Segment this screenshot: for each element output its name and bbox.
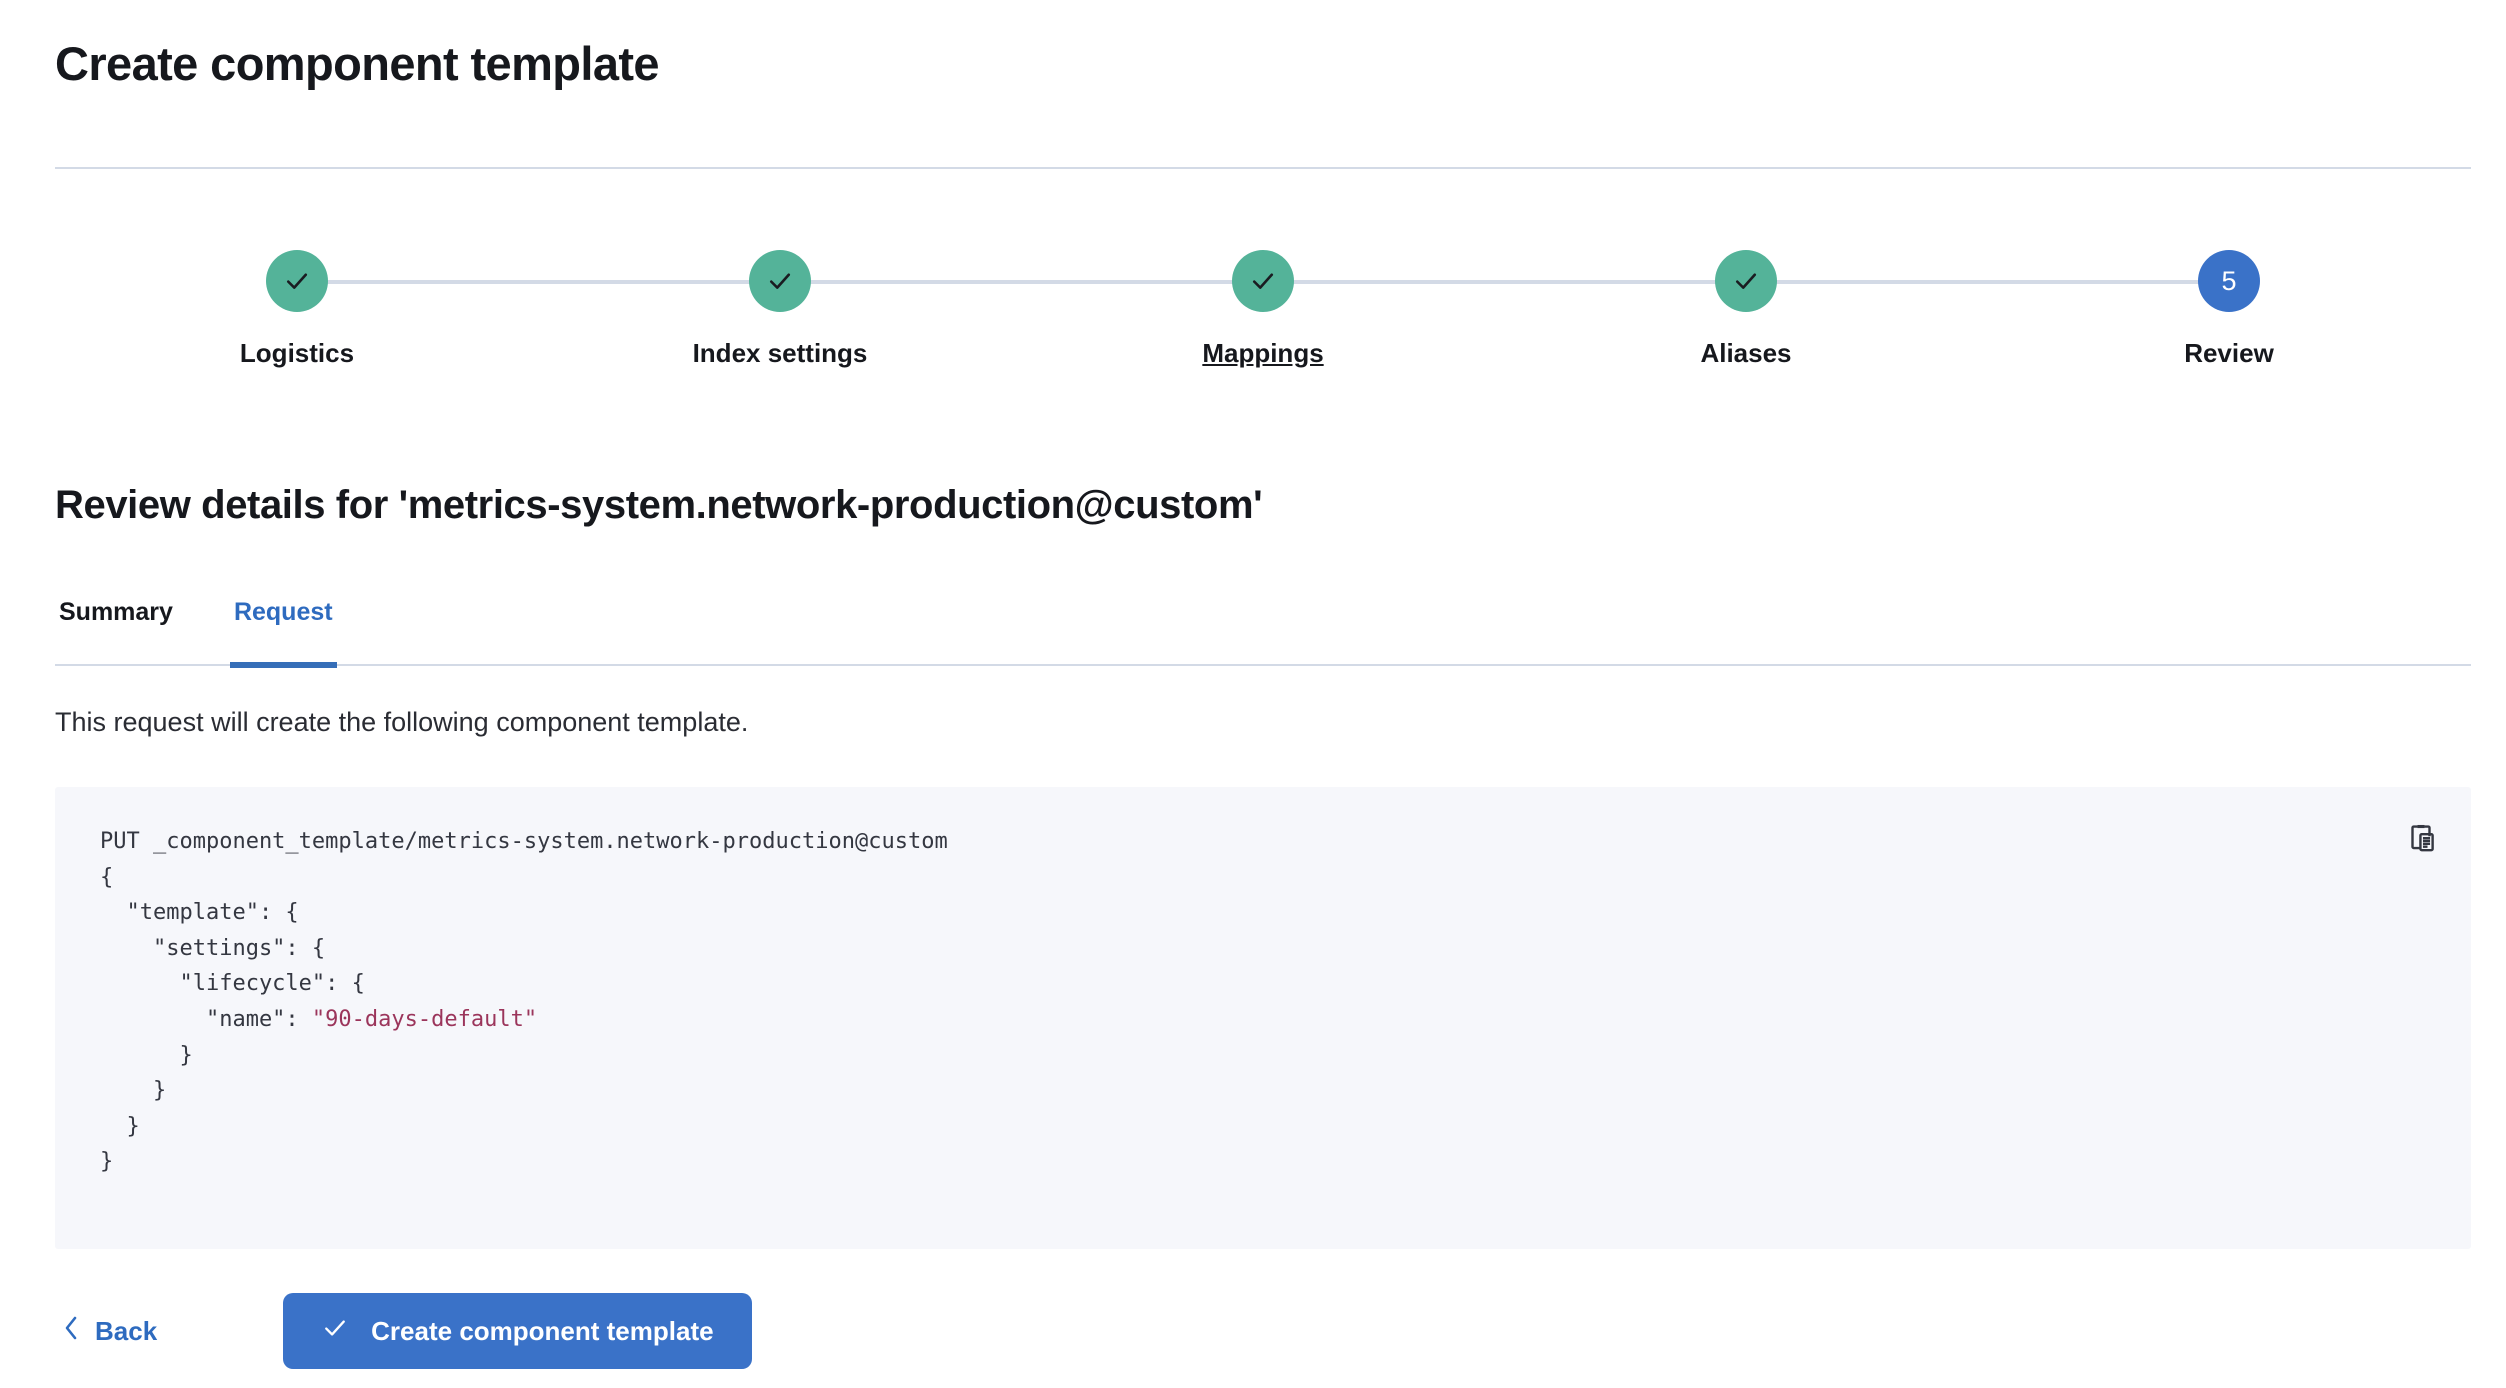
step-connector-line — [297, 280, 780, 284]
chevron-left-icon — [61, 1314, 81, 1349]
step-number-label: 5 — [2221, 265, 2237, 296]
stepper-step-logistics[interactable]: Logistics — [127, 250, 467, 369]
code-line-close-root: } — [100, 1149, 114, 1175]
create-component-template-button[interactable]: Create component template — [283, 1293, 752, 1369]
request-code-block: PUT _component_template/metrics-system.n… — [55, 787, 2471, 1249]
code-line-put: PUT _component_template/metrics-system.n… — [100, 829, 948, 854]
step-label[interactable]: Mappings — [1202, 338, 1324, 368]
wizard-footer: Back Create component template — [55, 1293, 752, 1369]
check-icon — [266, 250, 328, 312]
code-line-name-key: "name": — [100, 1006, 312, 1032]
code-line-close-lifecycle: } — [100, 1042, 193, 1068]
code-line-close-settings: } — [100, 1078, 167, 1104]
step-label[interactable]: Review — [2184, 338, 2274, 368]
create-button-label: Create component template — [371, 1315, 714, 1346]
code-line-name-value: "90-days-default" — [311, 1006, 538, 1032]
check-icon — [749, 250, 811, 312]
step-number-badge: 5 — [2198, 250, 2260, 312]
request-description: This request will create the following c… — [55, 707, 749, 737]
request-code-text: PUT _component_template/metrics-system.n… — [100, 824, 948, 1180]
check-icon — [1232, 250, 1294, 312]
review-details-heading: Review details for 'metrics-system.netwo… — [55, 483, 1263, 527]
code-line-close-template: } — [100, 1113, 140, 1139]
step-label[interactable]: Logistics — [239, 338, 355, 368]
copy-clipboard-icon — [2404, 821, 2438, 858]
code-line-lifecycle: "lifecycle": { — [100, 971, 365, 997]
back-button-label: Back — [95, 1315, 158, 1346]
code-line-template: "template": { — [100, 900, 299, 926]
header-divider — [55, 167, 2471, 169]
stepper-step-index-settings[interactable]: Index settings — [610, 250, 950, 369]
check-icon — [1715, 250, 1777, 312]
step-label[interactable]: Aliases — [1700, 338, 1792, 368]
back-button[interactable]: Back — [55, 1304, 163, 1359]
stepper-step-aliases[interactable]: Aliases — [1576, 250, 1916, 369]
code-line-open-brace: { — [100, 864, 114, 890]
step-connector-line — [780, 280, 1263, 284]
check-icon — [321, 1314, 349, 1349]
detail-tabs: Summary Request — [55, 598, 2471, 668]
step-connector-line — [1746, 280, 2229, 284]
step-connector-line — [1263, 280, 1746, 284]
step-label[interactable]: Index settings — [692, 338, 868, 368]
code-line-settings: "settings": { — [100, 935, 326, 961]
tab-request[interactable]: Request — [229, 598, 337, 668]
page-title: Create component template — [55, 37, 660, 90]
stepper-step-mappings[interactable]: Mappings — [1093, 250, 1433, 369]
tab-summary[interactable]: Summary — [55, 598, 177, 666]
copy-to-clipboard-button[interactable] — [2393, 811, 2449, 867]
